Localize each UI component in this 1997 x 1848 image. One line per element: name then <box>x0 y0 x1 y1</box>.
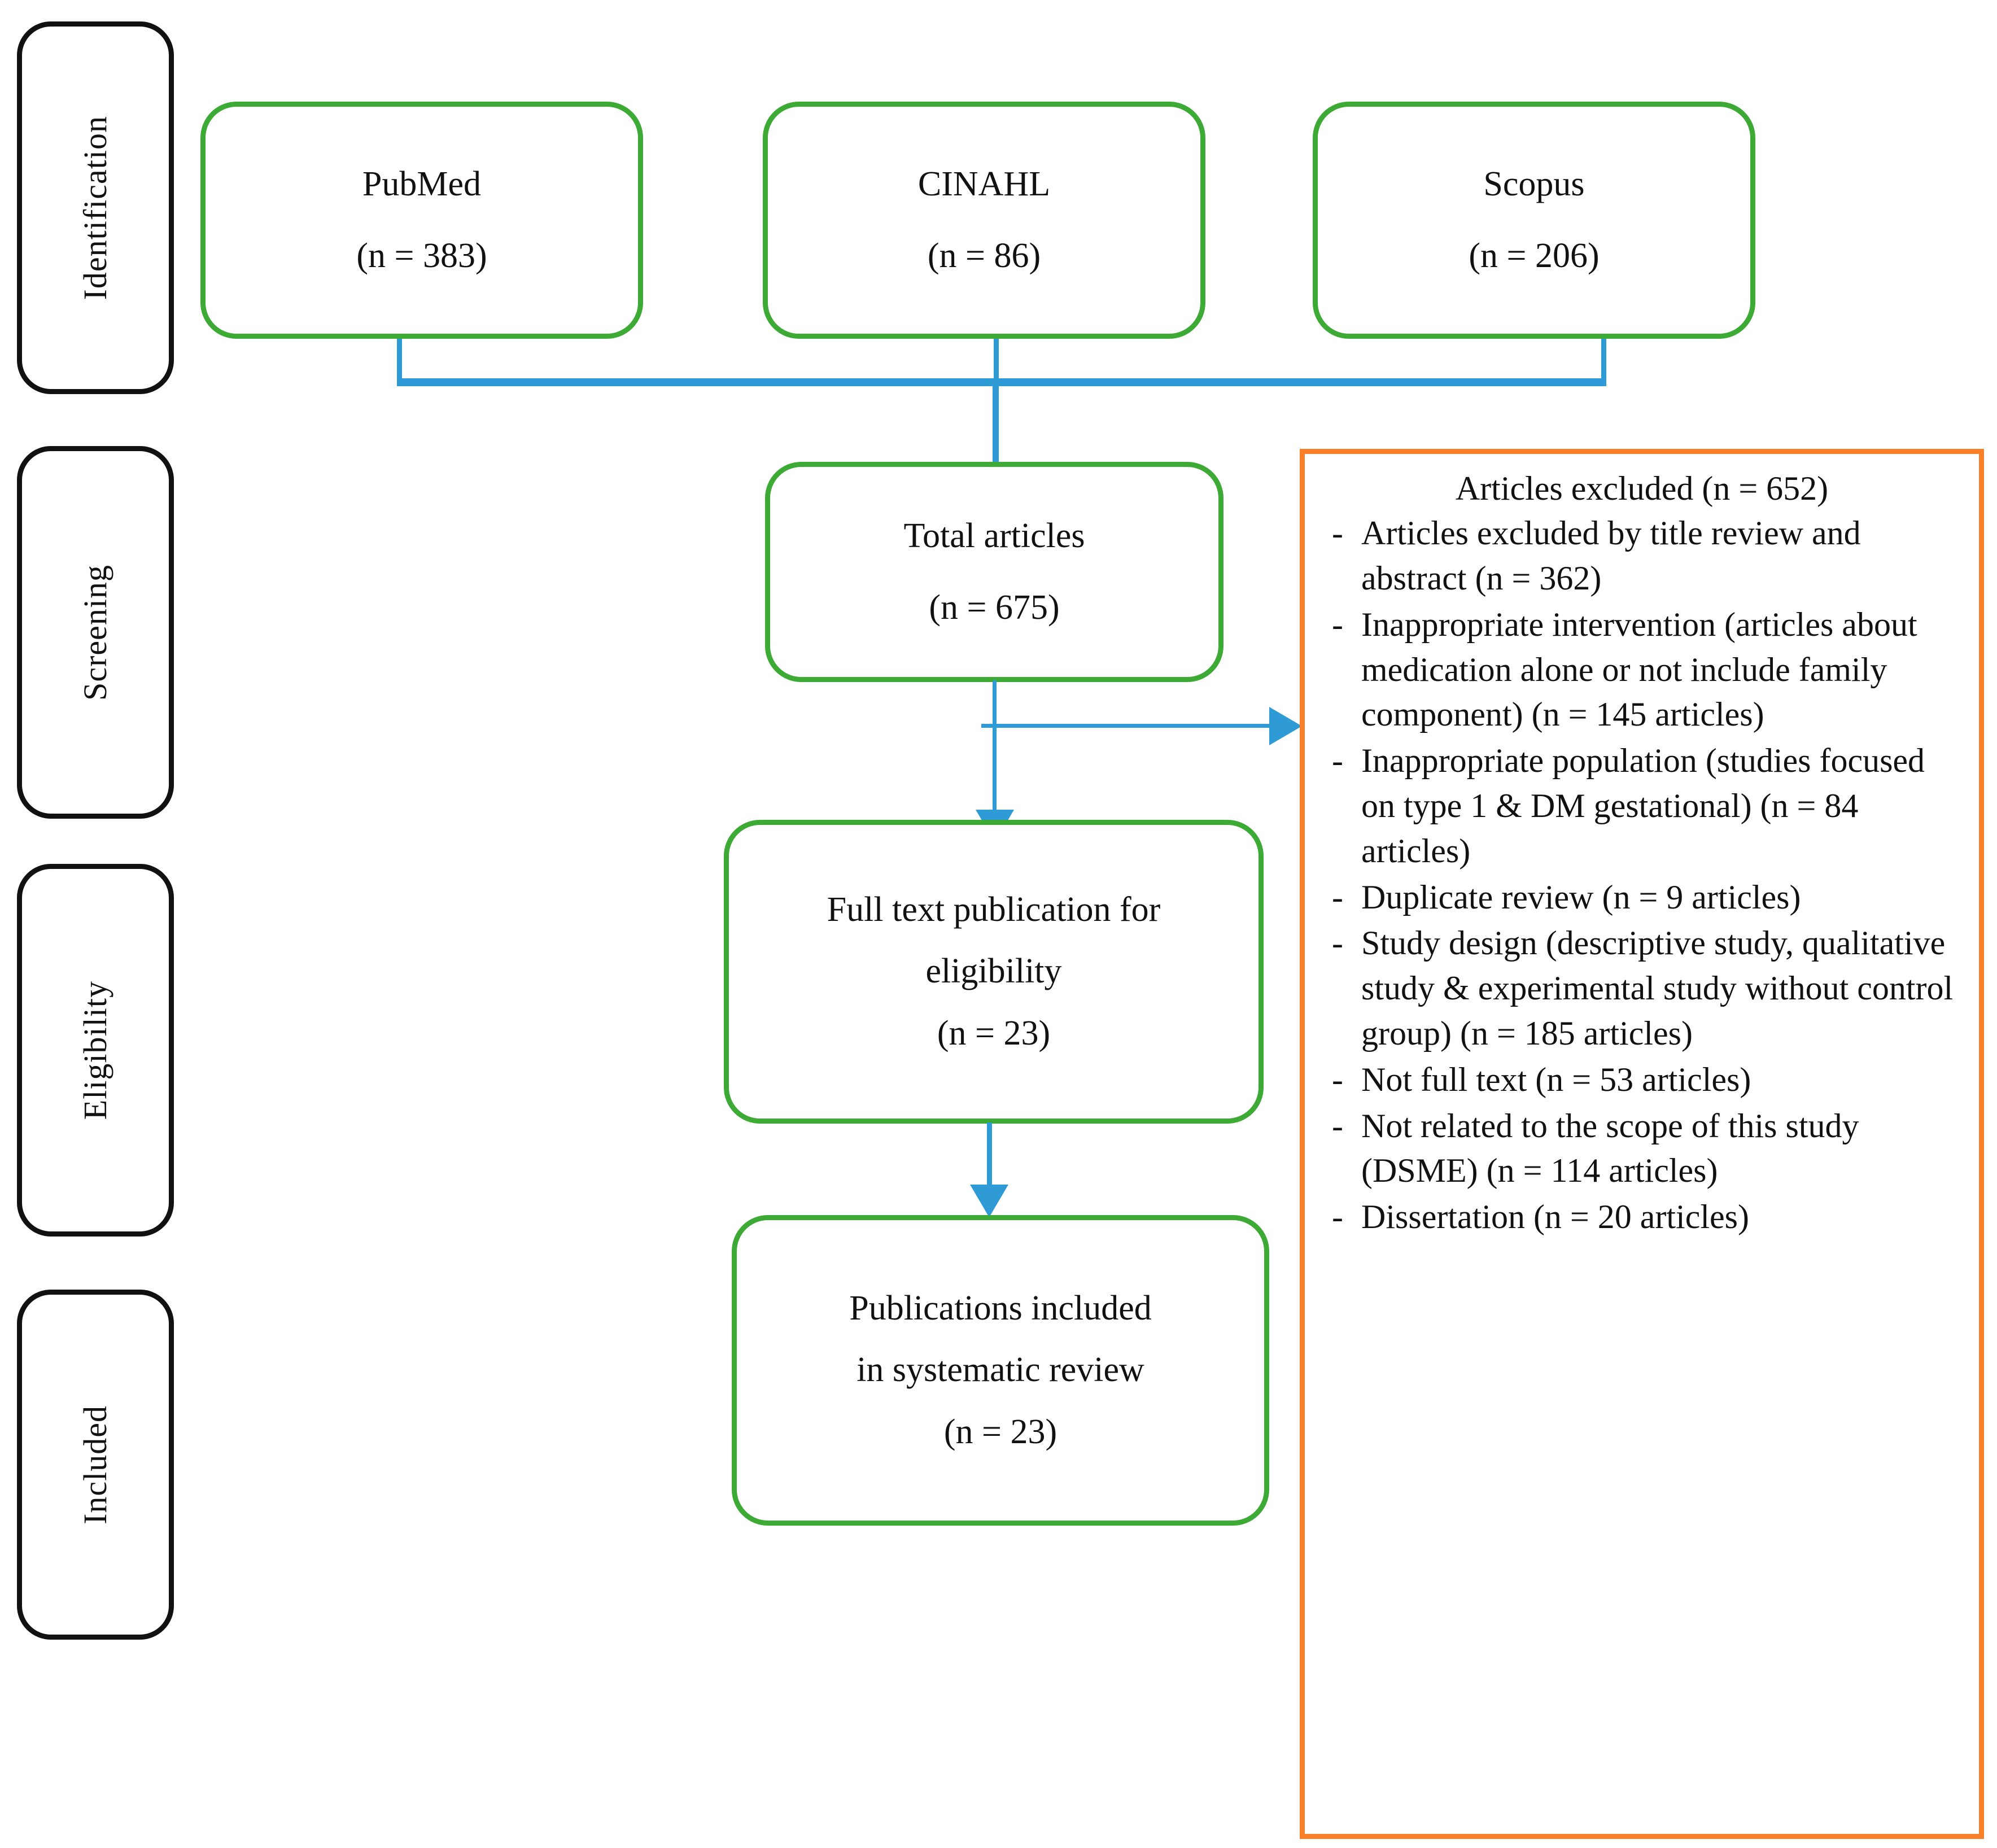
flow-box-total-articles: Total articles (n = 675) <box>765 462 1223 682</box>
flow-box-fulltext-eligibility: Full text publication for eligibility (n… <box>724 820 1264 1124</box>
included-line-2: in systematic review <box>857 1351 1144 1390</box>
exclusion-panel: Articles excluded (n = 652) Articles exc… <box>1300 449 1984 1839</box>
source-name-scopus: Scopus <box>1483 164 1585 203</box>
stage-label-included: Included <box>77 1405 113 1524</box>
source-count-scopus: (n = 206) <box>1469 237 1600 275</box>
connector-pubmed-drop <box>397 339 402 383</box>
stage-label-eligibility: Eligibility <box>77 980 113 1120</box>
exclusion-list: Articles excluded by title review and ab… <box>1319 511 1964 1240</box>
connector-merge-to-total <box>993 378 999 468</box>
exclusion-item: Inappropriate intervention (articles abo… <box>1319 602 1964 737</box>
fulltext-line-1: Full text publication for <box>827 890 1161 929</box>
included-line-1: Publications included <box>849 1289 1152 1328</box>
included-count: (n = 23) <box>943 1412 1058 1451</box>
exclusion-item: Duplicate review (n = 9 articles) <box>1319 875 1964 920</box>
exclusion-item: Dissertation (n = 20 articles) <box>1319 1195 1964 1240</box>
fulltext-line-2: eligibility <box>925 952 1062 991</box>
connector-total-to-fulltext <box>993 680 997 819</box>
source-name-pubmed: PubMed <box>362 164 482 203</box>
source-count-cinahl: (n = 86) <box>927 237 1041 275</box>
exclusion-item: Study design (descriptive study, qualita… <box>1319 921 1964 1056</box>
stage-label-screening: Screening <box>77 564 113 701</box>
arrowhead-fulltext-to-included <box>970 1185 1008 1217</box>
source-name-cinahl: CINAHL <box>917 164 1051 203</box>
source-box-pubmed: PubMed (n = 383) <box>200 102 643 339</box>
connector-merge-bar <box>397 378 1606 386</box>
exclusion-item: Inappropriate population (studies focuse… <box>1319 739 1964 873</box>
arrowhead-total-to-exclusion <box>1269 707 1302 745</box>
connector-scopus-drop <box>1601 339 1606 383</box>
exclusion-heading: Articles excluded (n = 652) <box>1455 470 1829 507</box>
stage-box-screening: Screening <box>17 446 174 819</box>
connector-cinahl-drop <box>994 339 999 383</box>
flow-box-publications-included: Publications included in systematic revi… <box>732 1215 1269 1526</box>
exclusion-item: Articles excluded by title review and ab… <box>1319 511 1964 601</box>
connector-fulltext-to-included <box>987 1122 992 1190</box>
exclusion-item: Not full text (n = 53 articles) <box>1319 1058 1964 1103</box>
total-articles-count: (n = 675) <box>929 588 1060 627</box>
source-count-pubmed: (n = 383) <box>356 237 487 275</box>
stage-box-included: Included <box>17 1290 174 1640</box>
source-box-scopus: Scopus (n = 206) <box>1313 102 1755 339</box>
exclusion-item: Not related to the scope of this study (… <box>1319 1104 1964 1194</box>
stage-box-eligibility: Eligibility <box>17 864 174 1237</box>
total-articles-label: Total articles <box>903 516 1085 555</box>
stage-label-identification: Identification <box>77 115 113 300</box>
source-box-cinahl: CINAHL (n = 86) <box>763 102 1205 339</box>
fulltext-count: (n = 23) <box>937 1013 1051 1052</box>
connector-total-to-exclusion <box>981 724 1289 728</box>
stage-box-identification: Identification <box>17 21 174 394</box>
